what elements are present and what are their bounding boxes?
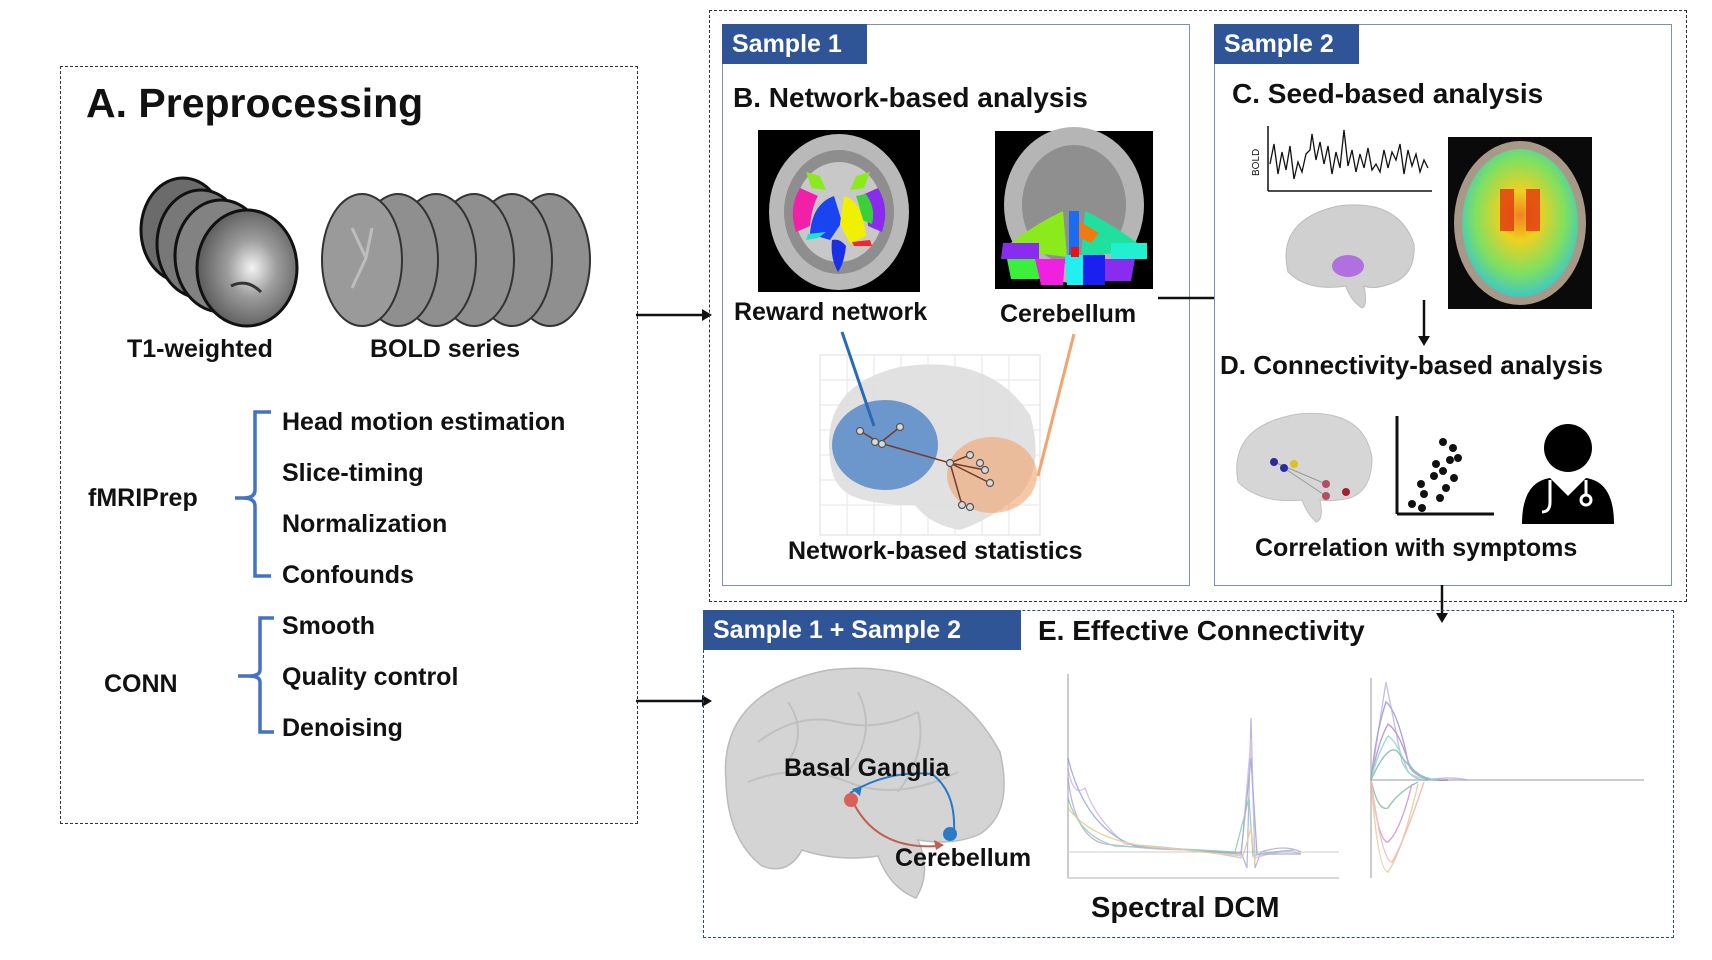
preprocessing-panel xyxy=(60,66,638,824)
connectivity-brain-image xyxy=(1236,412,1373,523)
t1-weighted-image xyxy=(139,176,299,328)
effective-connectivity-panel xyxy=(703,610,1674,938)
reward-network-label: Reward network xyxy=(734,298,928,326)
tool-fmriprep: fMRIPrep xyxy=(88,484,198,512)
basal-ganglia-label: Basal Ganglia xyxy=(784,754,950,782)
t1-weighted-label: T1-weighted xyxy=(127,335,273,363)
cerebellum-pointer xyxy=(1036,333,1076,477)
spectral-dcm-caption: Spectral DCM xyxy=(1091,892,1280,924)
bold-signal-chart: BOLD xyxy=(1251,126,1432,192)
step-quality-control: Quality control xyxy=(282,663,459,691)
sample2-tag: Sample 2 xyxy=(1214,24,1359,64)
step-normalization: Normalization xyxy=(282,510,448,538)
symptom-correlation-caption: Correlation with symptoms xyxy=(1255,534,1578,562)
cerebellum-image xyxy=(995,127,1153,289)
preprocessing-title: A. Preprocessing xyxy=(86,80,424,126)
clinician-icon xyxy=(1522,424,1614,524)
tool-conn: CONN xyxy=(104,670,178,698)
cerebellum-region-label: Cerebellum xyxy=(895,844,1032,872)
combined-sample-tag: Sample 1 + Sample 2 xyxy=(703,610,1021,650)
arrow-c-to-d xyxy=(1418,300,1430,346)
effective-connectivity-title: E. Effective Connectivity xyxy=(1038,615,1365,646)
symptom-scatter-plot xyxy=(1395,416,1494,516)
step-denoising: Denoising xyxy=(282,714,403,742)
network-analysis-title: B. Network-based analysis xyxy=(733,82,1088,113)
arrow-a-to-b xyxy=(636,309,712,321)
step-slice-timing: Slice-timing xyxy=(282,459,424,487)
step-head-motion: Head motion estimation xyxy=(282,408,566,436)
reward-network-pointer xyxy=(840,331,876,427)
connectivity-analysis-title: D. Connectivity-based analysis xyxy=(1220,350,1603,380)
fmriprep-bracket xyxy=(235,410,271,578)
bold-series-label: BOLD series xyxy=(370,335,521,363)
nbs-brain-image xyxy=(819,354,1041,536)
dcm-brain-image xyxy=(724,667,1005,899)
seed-analysis-title: C. Seed-based analysis xyxy=(1232,78,1544,109)
cerebellum-label: Cerebellum xyxy=(1000,300,1137,328)
nbs-caption: Network-based statistics xyxy=(788,537,1083,565)
conn-bracket xyxy=(238,616,274,734)
impulse-response-plot xyxy=(1370,678,1644,878)
bold-axis-label: BOLD xyxy=(1251,149,1262,176)
bold-series-image xyxy=(321,193,591,327)
reward-network-image xyxy=(758,130,920,292)
cross-spectra-plot xyxy=(1067,674,1339,879)
samples-container xyxy=(709,10,1687,602)
step-confounds: Confounds xyxy=(282,561,414,589)
sample1-tag: Sample 1 xyxy=(722,24,867,64)
seed-brain-image xyxy=(1285,204,1415,309)
seed-connectivity-map xyxy=(1448,137,1592,309)
step-smooth: Smooth xyxy=(282,612,376,640)
arrow-a-to-e xyxy=(636,695,712,707)
